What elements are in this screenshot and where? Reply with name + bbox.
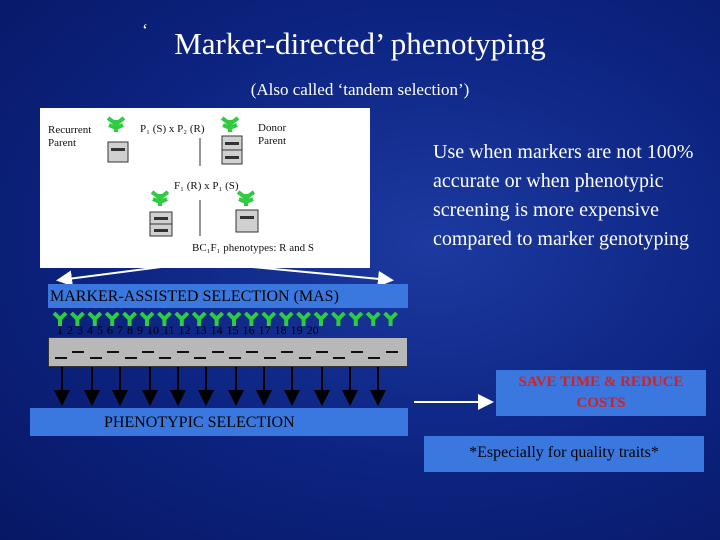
scheme-background — [40, 108, 370, 268]
bc-phenotypes-label: BC₁F₁ phenotypes: R and S — [192, 242, 314, 254]
lane-number: 8 — [127, 323, 133, 337]
pot-recurrent-icon — [107, 141, 129, 163]
lane-number: 1 — [57, 323, 63, 337]
lane-number: 12 — [178, 323, 191, 337]
mas-label: MARKER-ASSISTED SELECTION (MAS) — [50, 288, 339, 305]
save-time-label: SAVE TIME & REDUCE COSTS — [518, 374, 684, 411]
title-text: Marker-directed’ phenotyping — [174, 26, 546, 61]
gel-band — [298, 357, 311, 359]
title-tick: ‘ — [142, 20, 148, 40]
phenotypic-selection-box — [30, 408, 408, 436]
lane-number: 14 — [210, 323, 223, 337]
gel-band — [316, 351, 328, 353]
gel-band — [107, 351, 120, 353]
lane-number: 2 — [67, 323, 73, 337]
save-box — [496, 370, 706, 416]
lane-plant-icon — [330, 311, 346, 326]
cross-p-label: P₁ (S) x P₂ (R) — [140, 123, 205, 135]
gel-band — [385, 351, 398, 353]
pot-f1-2-icon — [149, 223, 173, 237]
gel-band — [263, 357, 276, 359]
gel-band — [89, 357, 102, 359]
gel-band — [124, 357, 137, 359]
breeding-scheme-panel — [40, 108, 370, 268]
lane-number: 13 — [194, 323, 207, 337]
cross-f-label: F₁ (R) x P₁ (S) — [174, 180, 239, 192]
gel-band — [159, 357, 172, 359]
usage-note: Use when markers are not 100% accurate o… — [433, 141, 694, 250]
lane-number: 16 — [242, 323, 255, 337]
mas-box — [48, 284, 408, 308]
lane-plant-icon — [104, 311, 120, 326]
lane-number: 19 — [290, 323, 303, 337]
lane-plant-icon — [313, 311, 329, 326]
gel-band — [333, 357, 346, 359]
gel-band — [55, 357, 67, 359]
lane-number: 20 — [306, 323, 319, 337]
plant-recurrent-icon — [106, 116, 126, 132]
recurrent-parent-label: Recurrent Parent — [48, 124, 92, 149]
gel-band — [368, 357, 381, 359]
lane-number: 4 — [87, 323, 93, 337]
fan-arrow-right — [199, 261, 394, 287]
pot-p1-icon — [235, 209, 259, 233]
quality-traits-box — [424, 436, 704, 472]
lane-plant-icon — [243, 311, 259, 326]
gel-band — [229, 357, 241, 359]
subtitle: (Also called ‘tandem selection’) — [250, 80, 470, 99]
page-title: ‘ Marker-directed’ phenotyping — [0, 20, 720, 62]
gel-band — [72, 351, 85, 353]
lane-number: 5 — [97, 323, 103, 337]
gel-band — [246, 351, 259, 353]
gel-band — [350, 351, 363, 353]
lane-plant-icon — [87, 311, 103, 326]
lane-number: 6 — [107, 323, 113, 337]
lane-plant-icon — [226, 311, 242, 326]
plant-row — [52, 311, 399, 326]
gel-band — [194, 357, 207, 359]
lane-number: 11 — [163, 323, 175, 337]
lane-plant-icon — [139, 311, 155, 326]
lane-plant-icon — [174, 311, 190, 326]
gel-arrows — [54, 366, 386, 406]
gel-band — [176, 351, 189, 353]
marker-gel — [48, 337, 408, 367]
lane-number: 18 — [274, 323, 287, 337]
phenotypic-selection-label: PHENOTYPIC SELECTION — [104, 414, 295, 431]
lane-plant-icon — [278, 311, 294, 326]
plant-p1-icon — [236, 190, 256, 206]
gel-band — [281, 351, 294, 353]
quality-traits-label: *Especially for quality traits* — [469, 444, 659, 461]
lane-plant-icon — [191, 311, 207, 326]
lane-plant-icon — [296, 311, 312, 326]
pot-donor-2-icon — [221, 149, 243, 165]
fan-arrow-left — [56, 261, 201, 287]
lane-plant-icon — [348, 311, 364, 326]
plant-f1-icon — [150, 190, 170, 206]
lane-number: 17 — [258, 323, 271, 337]
lane-plant-icon — [209, 311, 225, 326]
gel-band — [211, 351, 224, 353]
lane-plant-icon — [383, 311, 399, 326]
lane-number: 10 — [147, 323, 159, 337]
lane-plant-icon — [52, 311, 68, 326]
lane-plant-icon — [365, 311, 381, 326]
lane-plant-icon — [122, 311, 138, 326]
donor-parent-label: Donor Parent — [258, 122, 287, 147]
lane-number: 7 — [117, 323, 123, 337]
lane-plant-icon — [156, 311, 172, 326]
lane-number: 9 — [137, 323, 143, 337]
plant-donor-icon — [220, 116, 240, 132]
lane-number: 3 — [77, 323, 83, 337]
lane-plant-icon — [69, 311, 85, 326]
lane-plant-icon — [261, 311, 277, 326]
gel-band — [142, 351, 154, 353]
lane-number: 15 — [226, 323, 239, 337]
